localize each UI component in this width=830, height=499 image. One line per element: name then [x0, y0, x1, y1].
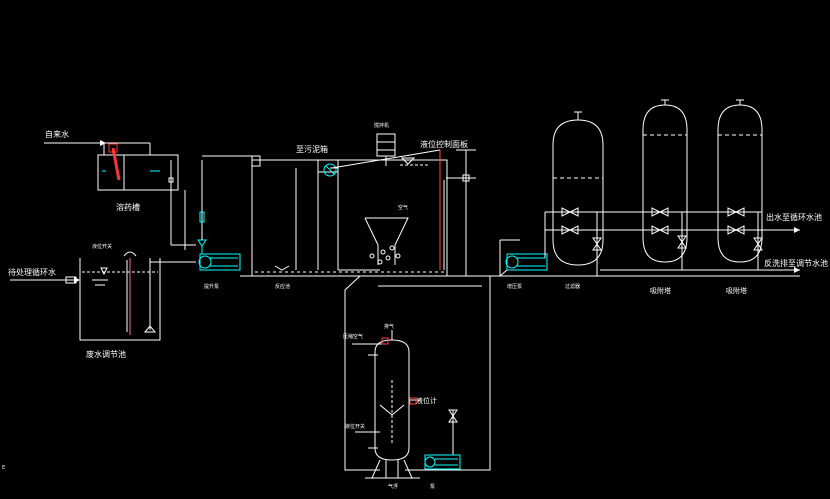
adsorption-tower-2-label: 吸附塔: [726, 287, 747, 295]
corner-mark: E: [2, 465, 6, 471]
pending-water-label: 待处理循环水: [8, 268, 56, 277]
flow-arrows: [74, 140, 800, 283]
pump-right-label: 增压泵: [507, 284, 523, 290]
level-switch-bottom-label: 液位开关: [345, 424, 366, 430]
pump-bottom-icon: [424, 409, 461, 470]
pump-bottom-label: 泵: [430, 484, 436, 490]
air-label: 空气: [398, 205, 409, 211]
filter-valve-icons: [561, 207, 602, 251]
vent-icon: [381, 337, 389, 345]
flotation-label: 气浮: [388, 484, 399, 490]
wastewater-tank-label: 废水调节池: [86, 350, 126, 359]
level-control-panel: [439, 149, 476, 276]
level-switch-left-label: 液位开关: [92, 244, 113, 250]
level-gauge-label: 液位计: [416, 397, 437, 405]
dosing-tank-label: 溶药槽: [116, 203, 140, 212]
adsorption-tower-2: [690, 99, 800, 270]
compressed-air-label: 压缩空气: [343, 334, 364, 340]
filter-label: 过滤器: [565, 284, 581, 290]
bottom-circuit-pipe: [344, 275, 491, 471]
reaction-tank: [202, 155, 448, 277]
adsorption-tower-1-label: 吸附塔: [650, 287, 671, 295]
tower1-valve-icons: [651, 207, 687, 249]
mixer-motor-icon: [331, 133, 441, 169]
flotation-cone: [364, 157, 430, 265]
pump-left-icon: [197, 160, 241, 271]
main-pipe: [149, 258, 800, 277]
tower2-valve-icons: [727, 207, 763, 251]
pump-left-label: 提升泵: [204, 284, 220, 290]
to-sludge-tank-label: 至污泥箱: [296, 145, 328, 154]
sludge-return-icon: [323, 163, 337, 177]
pump-right-icon: [499, 239, 548, 277]
outlet-label: 出水至循环水池: [766, 213, 822, 222]
mixer-label: 搅拌机: [374, 123, 390, 129]
tap-water-label: 自来水: [45, 130, 69, 139]
vent-label: 排气: [384, 324, 395, 330]
dosing-mixer-icon: [108, 143, 121, 181]
filter-vessel: [544, 111, 604, 276]
backwash-label: 反洗排至调节水池: [764, 259, 828, 268]
adsorption-tower-1: [600, 99, 800, 271]
air-flotation-vessel: [352, 330, 420, 479]
dosing-tank: [44, 142, 196, 250]
level-switch-float-icon: [123, 251, 137, 257]
level-control-board-label: 液位控制面板: [420, 140, 468, 149]
wastewater-tank: [10, 258, 161, 341]
reaction-tank-label: 反应池: [275, 284, 291, 290]
